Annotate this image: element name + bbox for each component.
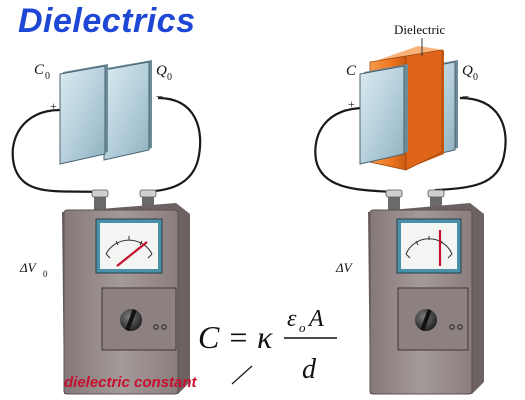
left-meter-dial	[95, 218, 163, 274]
right-meter-dial	[396, 218, 462, 274]
left-voltage-label: ΔV	[19, 260, 38, 275]
left-meter-knob-panel	[101, 287, 177, 351]
left-capacitor-setup: C 0 Q 0 + −	[11, 60, 202, 395]
page-title: Dielectrics	[18, 2, 196, 40]
formula-numerator-area: A	[307, 306, 324, 332]
capacitance-formula: C = κ ε o A d	[198, 306, 337, 385]
left-circuit-wire	[11, 96, 202, 198]
left-meter-needle	[116, 241, 148, 267]
left-capacitance-subscript: 0	[45, 71, 50, 82]
left-voltage-subscript: 0	[43, 269, 48, 279]
right-terminal-positive	[385, 189, 403, 210]
left-plate-front	[59, 64, 108, 165]
right-voltmeter	[368, 189, 484, 395]
left-plate-back	[103, 60, 152, 161]
right-capacitance-label: C	[346, 63, 357, 79]
dielectric-constant-annotation: dielectric constant	[64, 374, 198, 391]
right-minus-sign: −	[462, 89, 469, 104]
left-capacitance-label: C	[34, 62, 45, 78]
right-meter-knob-panel	[397, 287, 469, 351]
formula-denominator: d	[302, 354, 317, 385]
left-charge-label: Q	[156, 63, 167, 79]
formula-numerator-subscript: o	[299, 320, 306, 335]
left-plus-sign: +	[50, 99, 57, 113]
left-charge-subscript: 0	[167, 72, 172, 83]
right-plus-sign: +	[348, 97, 355, 111]
right-voltage-label: ΔV	[335, 260, 354, 275]
right-charge-label: Q	[462, 63, 473, 79]
formula-numerator-epsilon: ε	[287, 306, 297, 332]
right-charge-subscript: 0	[473, 72, 478, 83]
left-terminal-positive	[91, 189, 109, 210]
right-capacitor-setup: Dielectric C Q 0 + −	[314, 22, 507, 395]
left-minus-sign: −	[156, 89, 163, 104]
dielectric-label: Dielectric	[394, 22, 445, 37]
right-plate-front	[359, 64, 408, 165]
annotation-pointer-line	[231, 365, 253, 385]
left-voltmeter	[62, 189, 190, 395]
formula-lhs: C = κ	[198, 319, 273, 355]
right-circuit-wire	[314, 96, 507, 198]
